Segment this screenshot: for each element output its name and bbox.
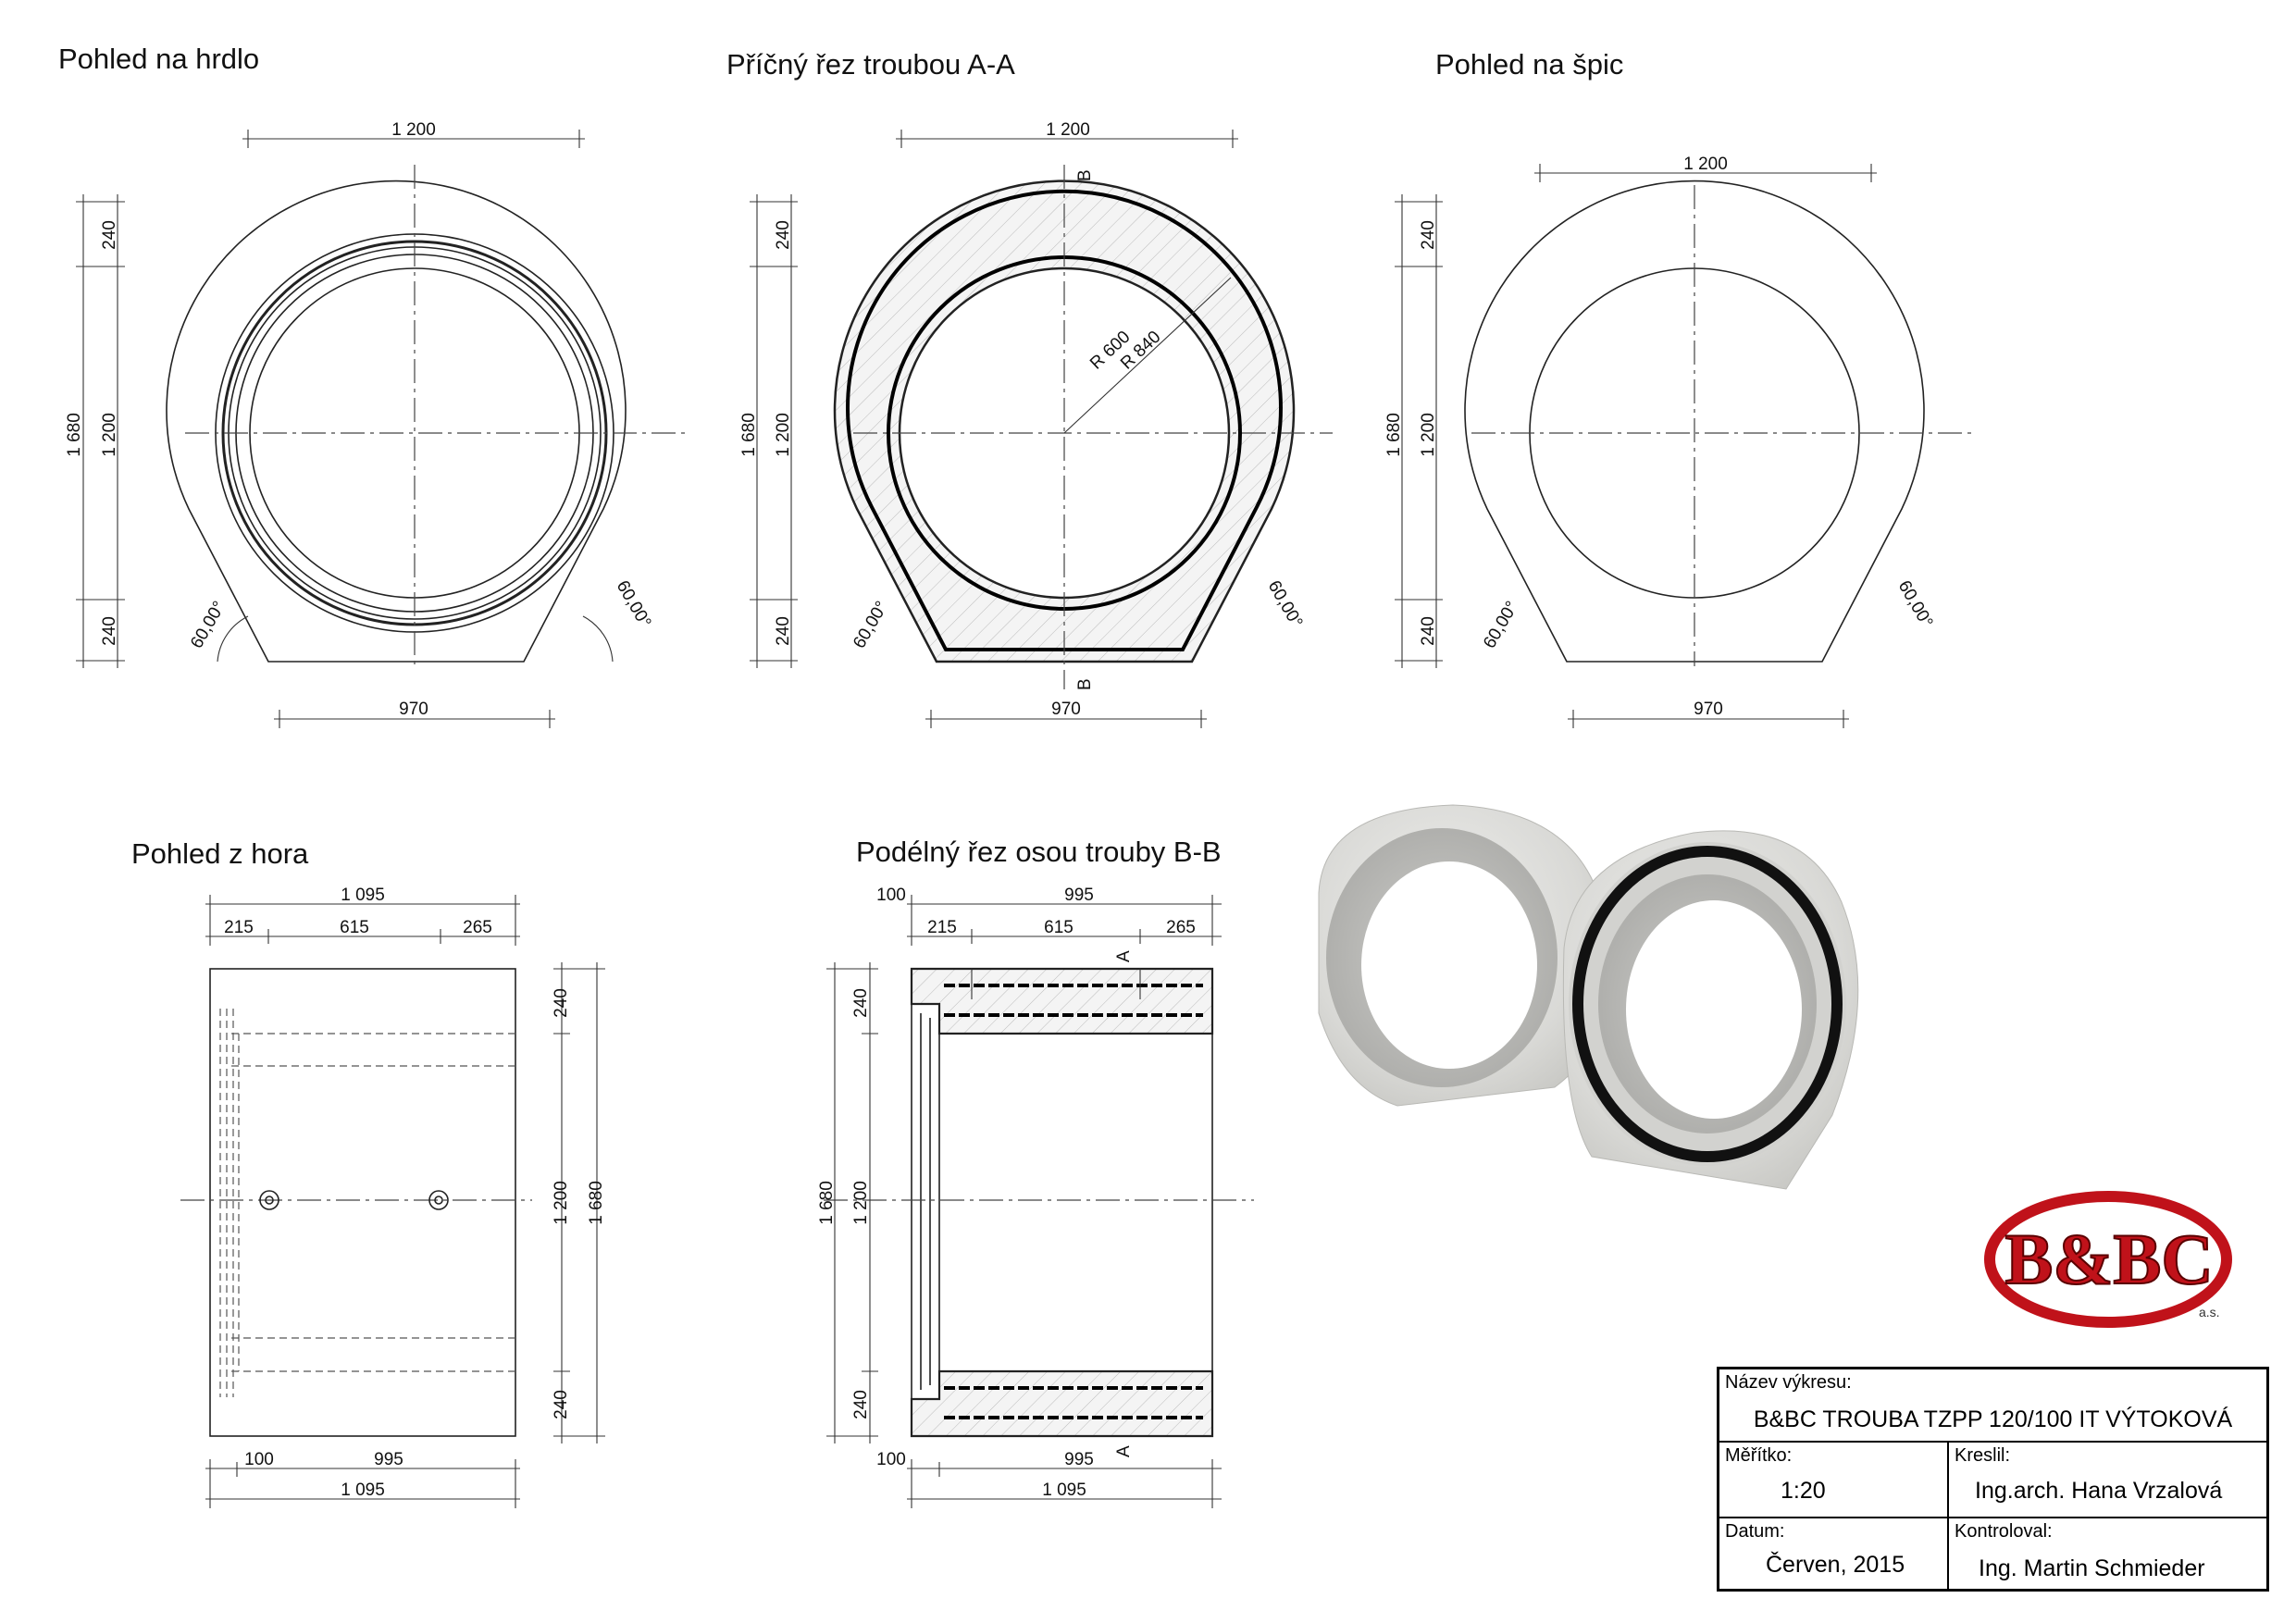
title-block: Název výkresu: B&BC TROUBA TZPP 120/100 … bbox=[1717, 1367, 2269, 1592]
dim-995-bb-bottom: 995 bbox=[1064, 1450, 1094, 1469]
dim-1095-bottom: 1 095 bbox=[341, 1481, 385, 1500]
view-section-aa: R 600 R 840 B B 1 200 1 680 240 1 200 24… bbox=[739, 120, 1333, 728]
section-mark-b-bottom: B bbox=[1075, 678, 1095, 690]
tb-date-row: Datum: Červen, 2015 Kontroloval: Ing. Ma… bbox=[1719, 1518, 2266, 1589]
tb-drawn-value: Ing.arch. Hana Vrzalová bbox=[1975, 1478, 2223, 1504]
tb-date-value: Červen, 2015 bbox=[1766, 1552, 1905, 1578]
dim-1200-c: 1 200 bbox=[1683, 155, 1728, 174]
dim-100-bb: 100 bbox=[876, 886, 906, 905]
tb-name-row: Název výkresu: B&BC TROUBA TZPP 120/100 … bbox=[1719, 1369, 2266, 1443]
angle-left: 60,00° bbox=[187, 598, 230, 651]
view-title-spic: Pohled na špic bbox=[1435, 48, 1624, 81]
dim-1200-b-v: 1 200 bbox=[774, 413, 793, 457]
dim-1680-c: 1 680 bbox=[1384, 413, 1404, 457]
dim-970-b: 970 bbox=[1051, 700, 1081, 719]
dim-240-top-v1: 240 bbox=[552, 988, 571, 1018]
dim-240-c-top: 240 bbox=[1419, 220, 1438, 250]
view-spic: 1 200 1 680 240 1 200 240 970 60,00° 60,… bbox=[1384, 155, 1976, 728]
tb-checked-value: Ing. Martin Schmieder bbox=[1979, 1555, 2205, 1581]
dim-615-bb: 615 bbox=[1044, 918, 1074, 937]
dim-240-top-v2: 240 bbox=[552, 1390, 571, 1419]
dim-970: 970 bbox=[399, 700, 428, 719]
dim-240-b-bottom: 240 bbox=[774, 616, 793, 646]
outer-reinforcement bbox=[846, 189, 1283, 651]
dim-1200-top-v: 1 200 bbox=[552, 1181, 571, 1225]
dim-240-b-top: 240 bbox=[774, 220, 793, 250]
dim-100-bb-bottom: 100 bbox=[876, 1450, 906, 1469]
dim-215-bb: 215 bbox=[927, 918, 957, 937]
tb-name-value: B&BC TROUBA TZPP 120/100 IT VÝTOKOVÁ bbox=[1753, 1406, 2233, 1432]
dim-1095-top: 1 095 bbox=[341, 886, 385, 905]
dim-265-bb: 265 bbox=[1166, 918, 1196, 937]
dim-1200-v: 1 200 bbox=[100, 413, 119, 457]
angle-left-c: 60,00° bbox=[1480, 598, 1522, 651]
view-title-rez-aa: Příčný řez troubou A-A bbox=[726, 48, 1015, 81]
view-title-z-hora: Pohled z hora bbox=[131, 837, 309, 870]
dim-1200-bb: 1 200 bbox=[851, 1181, 871, 1225]
tb-name-caption: Název výkresu: bbox=[1725, 1372, 1852, 1393]
dim-215: 215 bbox=[224, 918, 254, 937]
angle-right-c: 60,00° bbox=[1894, 577, 1937, 631]
tb-drawn-caption: Kreslil: bbox=[1955, 1445, 2011, 1466]
dim-240-top: 240 bbox=[100, 220, 119, 250]
company-logo: B&BC a.s. bbox=[1984, 1191, 2232, 1328]
dim-1200: 1 200 bbox=[391, 120, 436, 140]
tb-date-caption: Datum: bbox=[1725, 1521, 1785, 1542]
angle-left-b: 60,00° bbox=[850, 598, 892, 651]
dim-1680-b: 1 680 bbox=[739, 413, 759, 457]
dim-100-top: 100 bbox=[244, 1450, 274, 1469]
dim-1095-bb-bottom: 1 095 bbox=[1042, 1481, 1086, 1500]
dim-1680-top-v: 1 680 bbox=[587, 1181, 606, 1225]
bore-circle bbox=[249, 267, 580, 599]
angle-right-b: 60,00° bbox=[1264, 577, 1307, 631]
view-title-hrdlo: Pohled na hrdlo bbox=[58, 43, 260, 75]
section-mark-a-top: A bbox=[1114, 950, 1134, 962]
section-mark-b-top: B bbox=[1075, 169, 1095, 181]
view-top: 1 095 215 615 265 240 1 200 240 1 680 10… bbox=[180, 886, 606, 1508]
tb-scale-caption: Měřítko: bbox=[1725, 1445, 1793, 1466]
dim-995-bb: 995 bbox=[1064, 886, 1094, 905]
tb-scale-value: 1:20 bbox=[1781, 1478, 1826, 1504]
dim-240-bb-1: 240 bbox=[851, 988, 871, 1018]
outer-profile bbox=[166, 180, 627, 663]
dim-615: 615 bbox=[340, 918, 369, 937]
view-section-bb: A A 100 995 215 615 265 1 680 240 1 200 … bbox=[817, 886, 1254, 1508]
tb-checked-caption: Kontroloval: bbox=[1955, 1521, 2053, 1542]
dim-1680-bb: 1 680 bbox=[817, 1181, 837, 1225]
angle-right: 60,00° bbox=[613, 577, 655, 631]
dim-240-c-bottom: 240 bbox=[1419, 616, 1438, 646]
dim-265: 265 bbox=[463, 918, 492, 937]
pipe-3d-render bbox=[1318, 804, 1859, 1190]
dim-1200-b: 1 200 bbox=[1046, 120, 1090, 140]
view-title-rez-bb: Podélný řez osou trouby B-B bbox=[856, 836, 1222, 868]
dim-970-c: 970 bbox=[1694, 700, 1723, 719]
dim-240-bottom: 240 bbox=[100, 616, 119, 646]
dim-1680: 1 680 bbox=[65, 413, 84, 457]
section-mark-a-bottom: A bbox=[1114, 1445, 1134, 1457]
view-hrdlo: 1 200 1 680 240 1 200 240 970 60,00° 60,… bbox=[65, 120, 685, 728]
dim-1200-c-v: 1 200 bbox=[1419, 413, 1438, 457]
dim-995-top: 995 bbox=[374, 1450, 403, 1469]
tb-scale-row: Měřítko: 1:20 Kreslil: Ing.arch. Hana Vr… bbox=[1719, 1443, 2266, 1518]
dim-240-bb-2: 240 bbox=[851, 1390, 871, 1419]
top-outline bbox=[209, 968, 516, 1437]
logo-suffix: a.s. bbox=[2199, 1305, 2220, 1319]
logo-text: B&BC bbox=[2004, 1219, 2213, 1299]
